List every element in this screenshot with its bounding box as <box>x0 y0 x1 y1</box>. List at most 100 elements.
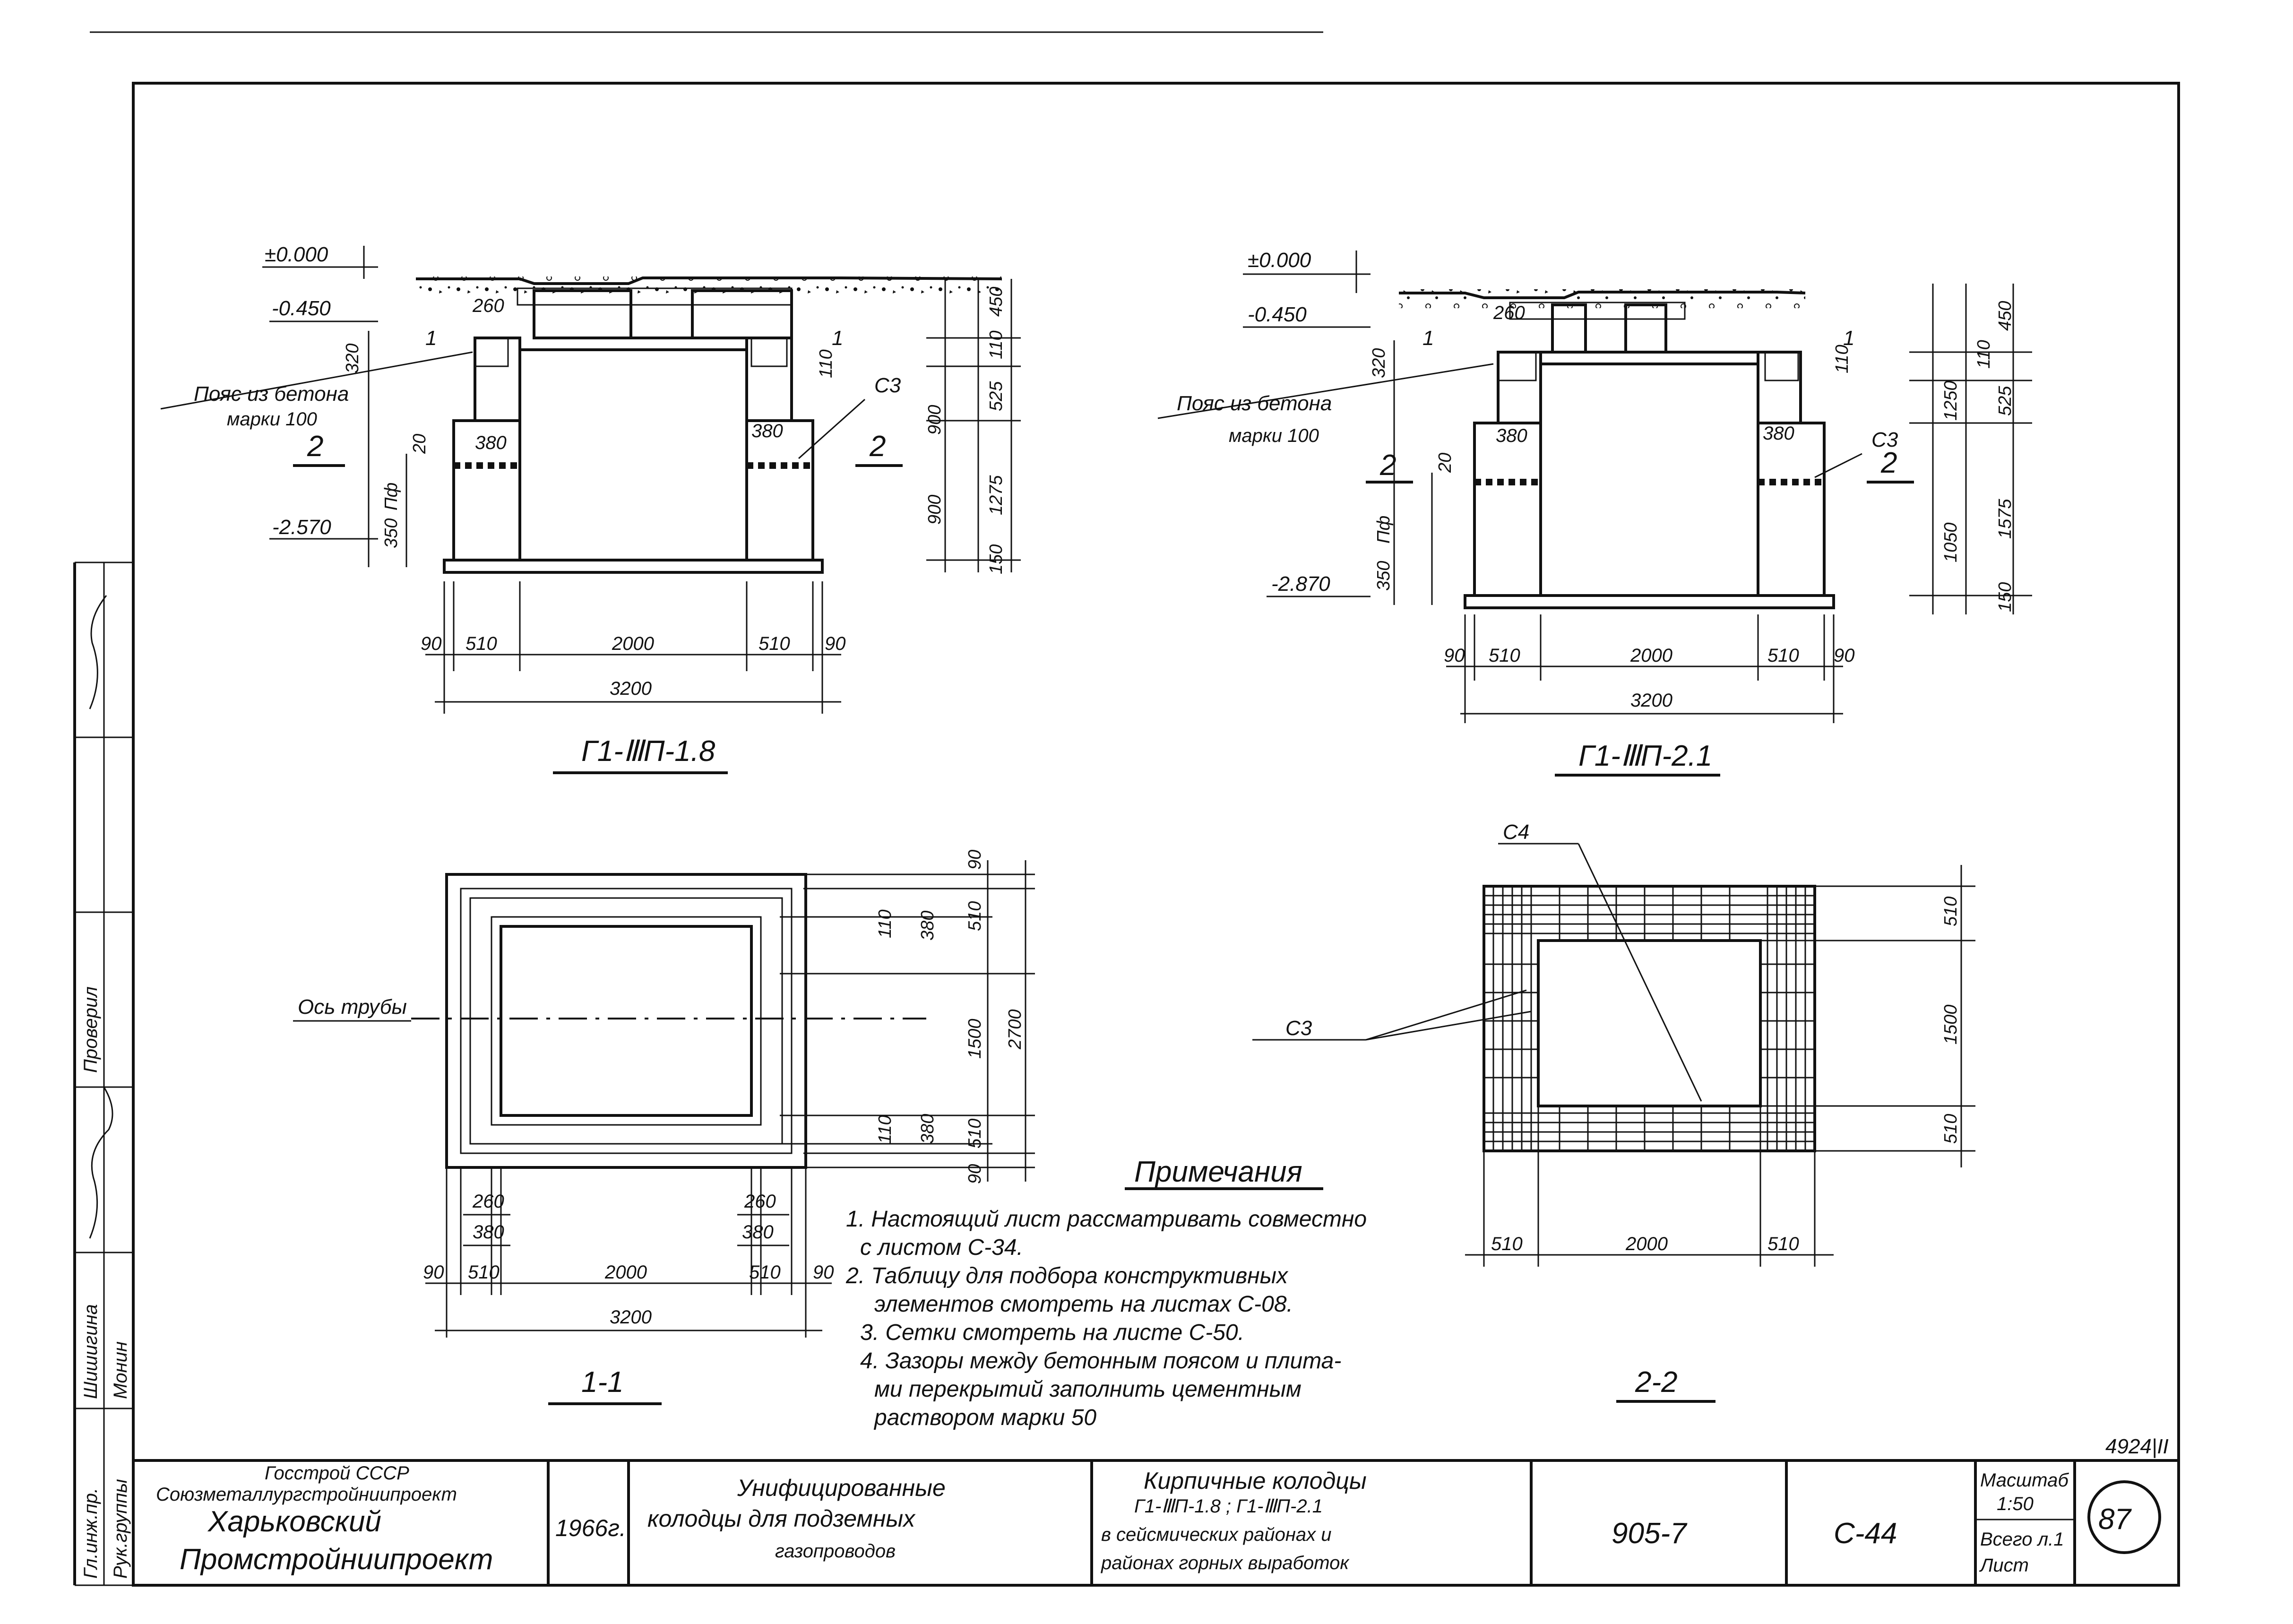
p1-dim-b0: 90 <box>423 1262 444 1283</box>
e2-mark-1-right: 1 <box>1843 327 1854 350</box>
e1-title: Г1-ⅢП-1.8 <box>581 735 715 768</box>
e2-dim-b2: 2000 <box>1630 645 1672 666</box>
note-line-8: раствором марки 50 <box>873 1405 1096 1430</box>
e2-dim-b1: 510 <box>1489 645 1520 666</box>
e2-dim-260: 260 <box>1493 302 1525 323</box>
sheet-ref: 4924|II <box>2105 1435 2169 1458</box>
p1-dim-b3: 510 <box>749 1262 781 1283</box>
e2-dim-b0: 90 <box>1444 645 1465 666</box>
p1-dim-r0: 90 <box>965 850 985 870</box>
p1-dim-r3: 510 <box>965 901 985 931</box>
p2-dim-b0: 510 <box>1491 1234 1523 1254</box>
e1-dim-350: 350 <box>381 518 401 548</box>
stamp-title-4: районах горных выработок <box>1101 1553 1350 1573</box>
note-line-4: элементов смотреть на листах С-08. <box>874 1292 1293 1317</box>
p2-mesh-c3: С3 <box>1285 1017 1312 1040</box>
e1-level-top: ±0.000 <box>265 243 328 266</box>
e1-dim-900b: 900 <box>925 495 945 525</box>
e2-dim-110b: 110 <box>1832 345 1852 373</box>
elevation-2 <box>1399 289 1835 609</box>
p1-dim-r8: 510 <box>965 1119 985 1149</box>
p2-mesh-c4: С4 <box>1503 821 1529 844</box>
e2-dim-total: 3200 <box>1630 690 1672 711</box>
stamp-title-2: Г1-ⅢП-1.8 ; Г1-ⅢП-2.1 <box>1134 1496 1323 1517</box>
e2-dim-350: 350 <box>1374 561 1394 591</box>
e1-dim-b1: 510 <box>465 633 497 654</box>
e1-dim-b2: 2000 <box>612 633 654 654</box>
e2-dim-1250: 1250 <box>1941 380 1961 421</box>
e1-dim-900a: 900 <box>925 405 945 435</box>
e2-dim-1575: 1575 <box>1995 499 2015 539</box>
e2-dim-1050: 1050 <box>1941 522 1961 562</box>
note-line-5: 3. Сетки смотреть на листе С-50. <box>860 1320 1244 1345</box>
e2-dim-b3: 510 <box>1767 645 1799 666</box>
p1-dim-b2: 2000 <box>604 1262 647 1283</box>
stamp-sheet-code: С-44 <box>1834 1517 1897 1550</box>
elevation-1 <box>416 276 1002 574</box>
plan-1-1: Ось трубы 90 110 380 510 1500 2700 110 3… <box>293 850 1035 1405</box>
e2-dim-110: 110 <box>1974 340 1994 369</box>
stamp-sheet-label: Лист <box>1979 1555 2029 1576</box>
e1-dim-150: 150 <box>986 544 1006 574</box>
e2-dim-525: 525 <box>1995 386 2015 416</box>
note-line-2: с листом С-34. <box>860 1235 1023 1260</box>
e1-dim-pf: Пф <box>381 483 401 510</box>
p1-dim-r4: 1500 <box>965 1019 985 1059</box>
e1-belt-1: Пояс из бетона <box>194 382 349 406</box>
side-stamp-2: Рук.группы <box>110 1479 131 1579</box>
e2-dim-b4: 90 <box>1834 645 1855 666</box>
e1-belt-2: марки 100 <box>227 409 317 430</box>
e1-dim-380-r: 380 <box>751 421 783 441</box>
e2-dim-450: 450 <box>1995 301 2015 331</box>
p2-title: 2-2 <box>1635 1366 1678 1399</box>
p2-dim-r2: 510 <box>1941 1114 1961 1144</box>
stamp-page-no: 87 <box>2098 1503 2132 1536</box>
e1-level-pipe: -0.450 <box>272 297 331 320</box>
p1-dim-s1: 380 <box>473 1222 504 1243</box>
e2-section-mark-right: 2 <box>1880 447 1897 479</box>
note-line-1: 1. Настоящий лист рассматривать совместн… <box>846 1207 1367 1232</box>
p1-dim-s2: 260 <box>744 1191 776 1212</box>
p1-dim-r9: 90 <box>965 1164 985 1184</box>
p1-dim-r6: 110 <box>875 1115 895 1144</box>
signature-2 <box>89 595 107 709</box>
p1-dim-total: 3200 <box>610 1307 652 1328</box>
e1-dim-320: 320 <box>343 344 362 373</box>
e1-dim-b0: 90 <box>421 633 442 654</box>
stamp-scale-label: Масштаб <box>1980 1470 2069 1491</box>
e2-level-pipe: -0.450 <box>1248 303 1307 326</box>
notes-block: Примечания 1. Настоящий лист рассматрива… <box>845 1156 1367 1430</box>
elevation-1-annotations: ±0.000 -0.450 Пояс из бетона марки 100 2… <box>160 243 1021 774</box>
side-stamp-5: Проверил <box>80 986 101 1073</box>
e1-dim-260: 260 <box>472 295 504 316</box>
e1-section-mark-left: 2 <box>307 430 323 463</box>
stamp-sheets-label: Всего л.1 <box>1980 1529 2064 1550</box>
p2-dim-r0: 510 <box>1941 897 1961 926</box>
stamp-title-1: Кирпичные колодцы <box>1144 1468 1367 1494</box>
p1-title: 1-1 <box>581 1366 624 1399</box>
p1-dim-r2: 380 <box>918 911 938 941</box>
signature-1 <box>89 1087 113 1239</box>
note-line-6: 4. Зазоры между бетонным поясом и плита- <box>860 1348 1341 1373</box>
p1-dim-s0: 260 <box>472 1191 504 1212</box>
side-stamp-1: Гл.инж.пр. <box>80 1488 101 1579</box>
elevation-2-annotations: ±0.000 -0.450 Пояс из бетона марки 100 2… <box>1157 249 2032 777</box>
notes-heading: Примечания <box>1134 1156 1302 1188</box>
stamp-org-3: Харьковский <box>207 1505 381 1538</box>
e1-mesh-label: С3 <box>874 374 901 397</box>
stamp-series-2: колодцы для подземных <box>647 1505 916 1532</box>
e2-title: Г1-ⅢП-2.1 <box>1578 740 1712 772</box>
e1-dim-380-l: 380 <box>475 432 507 453</box>
e2-dim-380-l: 380 <box>1496 425 1527 446</box>
e1-dim-525: 525 <box>986 381 1006 411</box>
e1-dim-20: 20 <box>410 434 430 454</box>
plan-2-2 <box>1483 885 1816 1152</box>
e2-mark-1-left: 1 <box>1422 327 1434 350</box>
e1-mark-1-right: 1 <box>832 327 843 350</box>
side-stamp-4: Монин <box>110 1341 131 1399</box>
p1-dim-r7: 380 <box>918 1114 938 1144</box>
e1-dim-110b: 110 <box>816 349 836 378</box>
e1-dim-b4: 90 <box>825 633 846 654</box>
e2-dim-380-r: 380 <box>1763 423 1794 444</box>
e2-belt-2: марки 100 <box>1229 425 1319 446</box>
